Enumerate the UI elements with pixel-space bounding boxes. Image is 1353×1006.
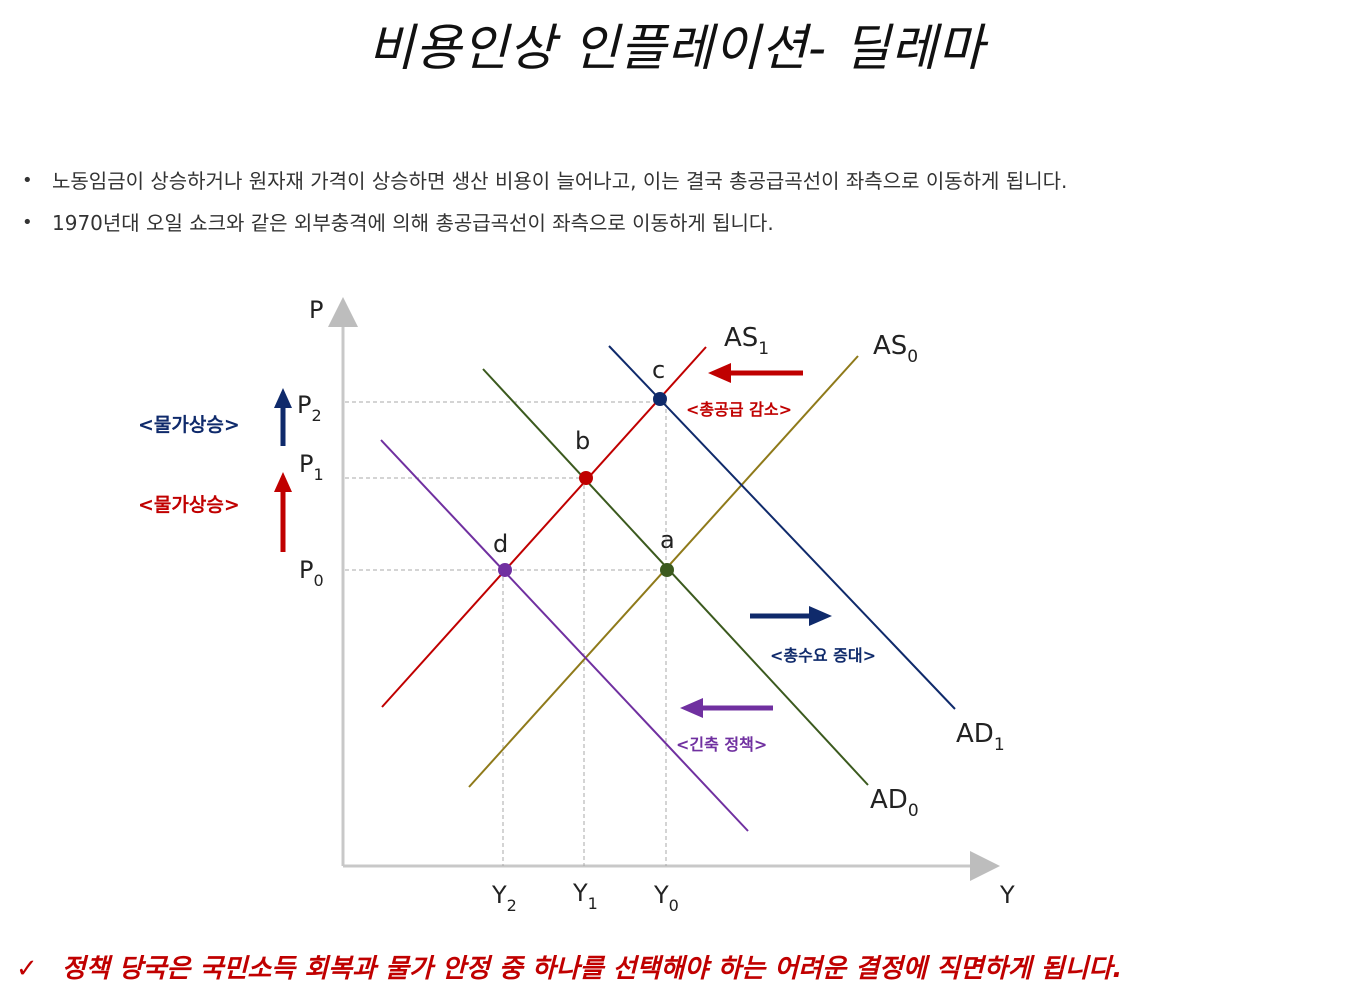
ad1-curve — [608, 345, 956, 710]
point-c — [653, 392, 667, 406]
bullet-item: • 1970년대 오일 쇼크와 같은 외부충격에 의해 총공급곡선이 좌측으로 이… — [22, 208, 1067, 238]
point-a-label: a — [660, 526, 675, 554]
ad0-label: AD0 — [870, 785, 919, 821]
as1-curve — [381, 346, 707, 708]
price-rise-lower-label: <물가상승> — [138, 494, 240, 516]
price-rise-lower-arrow-icon — [274, 472, 292, 552]
ad0-curve — [482, 368, 869, 786]
ad1-label: AD1 — [956, 719, 1005, 755]
point-b — [579, 471, 593, 485]
as1-label: AS1 — [724, 323, 769, 359]
y2-label: Y2 — [491, 881, 517, 915]
demand-increase-label: <총수요 증대> — [770, 646, 876, 665]
supply-decrease-label: <총공급 감소> — [686, 400, 792, 419]
y0-label: Y0 — [653, 881, 679, 915]
bullet-list: • 노동임금이 상승하거나 원자재 가격이 상승하면 생산 비용이 늘어나고, 이… — [22, 166, 1067, 250]
point-b-label: b — [575, 427, 590, 455]
point-a — [660, 563, 674, 577]
p1-label: P1 — [299, 450, 324, 484]
demand-shift-arrow-icon — [750, 606, 832, 626]
x-axis-label: Y — [999, 881, 1015, 909]
point-d-label: d — [493, 530, 508, 558]
p0-label: P0 — [299, 556, 324, 590]
bullet-dot-icon: • — [22, 212, 33, 233]
point-d — [498, 563, 512, 577]
tightening-label: <긴축 정책> — [676, 735, 767, 754]
bullet-item: • 노동임금이 상승하거나 원자재 가격이 상승하면 생산 비용이 늘어나고, 이… — [22, 166, 1067, 196]
price-rise-upper-arrow-icon — [274, 388, 292, 446]
y1-label: Y1 — [572, 879, 598, 913]
y-axis-label: P — [309, 296, 323, 324]
bullet-text: 노동임금이 상승하거나 원자재 가격이 상승하면 생산 비용이 늘어나고, 이는… — [52, 169, 1068, 193]
contraction-curve — [380, 439, 749, 832]
check-icon: ✓ — [16, 954, 38, 984]
conclusion-text: 정책 당국은 국민소득 회복과 물가 안정 중 하나를 선택해야 하는 어려운 … — [61, 954, 1123, 984]
tightening-arrow-icon — [680, 698, 773, 718]
bullet-text: 1970년대 오일 쇼크와 같은 외부충격에 의해 총공급곡선이 좌측으로 이동… — [52, 211, 774, 235]
page-title: 비용인상 인플레이션- 딜레마 — [368, 19, 985, 77]
conclusion: ✓ 정책 당국은 국민소득 회복과 물가 안정 중 하나를 선택해야 하는 어려운… — [16, 948, 1346, 985]
supply-shift-arrow-icon — [708, 363, 803, 383]
point-c-label: c — [652, 356, 665, 384]
bullet-dot-icon: • — [22, 170, 33, 191]
price-rise-upper-label: <물가상승> — [138, 414, 240, 436]
p2-label: P2 — [297, 391, 322, 425]
as0-label: AS0 — [873, 331, 918, 367]
